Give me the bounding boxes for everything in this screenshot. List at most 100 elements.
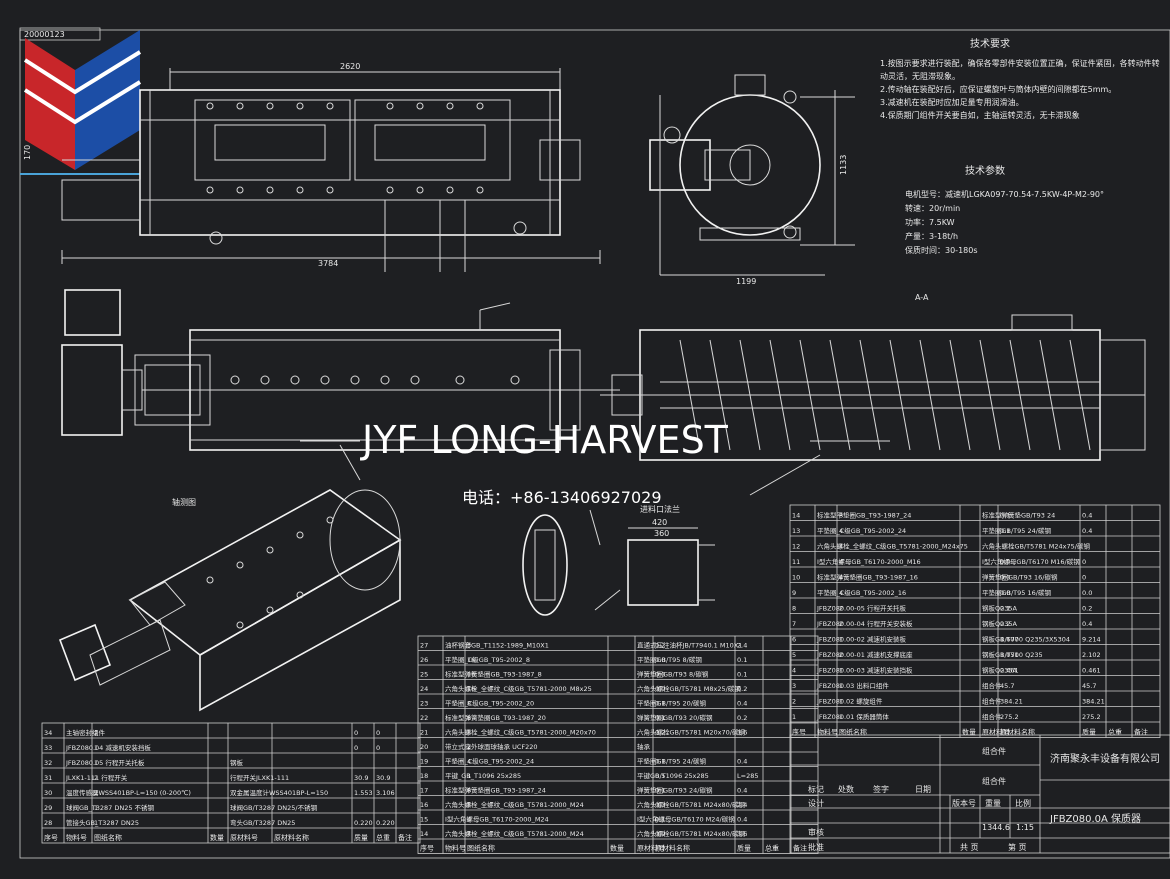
bom-mid-cell: 8 — [467, 729, 471, 737]
tech-param-line-1: 电机型号：减速机LGKA097-70.54-7.5KW-4P-M2-90° — [905, 189, 1104, 199]
tech-param-title: 技术参数 — [965, 164, 1005, 177]
bom-right-cell: 4 — [839, 574, 843, 582]
bom-right-cell: 平垫圈GB/T95 16/碳钢 — [982, 588, 1051, 597]
watermark-brand: JYF LONG-HARVEST — [360, 418, 729, 462]
bom-mid-header-cell: 物料号 — [445, 844, 466, 853]
bom-right-cell: JFBZ080.00-05 行程开关托板 — [816, 604, 906, 613]
title-company: 济南聚永丰设备有限公司 — [1050, 752, 1160, 765]
bom-right-cell: 2 — [792, 698, 796, 706]
bom-mid-cell: 平垫圈GB/T95 8/碳钢 — [637, 655, 702, 664]
bom-mid-cell: 六角头螺栓GB/T5781 M20x70/碳钢 — [637, 728, 745, 737]
bom-right-cell: 5 — [792, 651, 796, 659]
tech-param-line-5: 保质时间：30-180s — [905, 245, 978, 255]
bom-right-cell: 0 — [1082, 574, 1086, 582]
sheet-total: 共 页 — [960, 843, 979, 852]
bom-left-cell: 0 — [354, 744, 358, 752]
bom-right-cell: 14 — [792, 512, 800, 520]
bom-mid-cell: 0.3 — [655, 801, 665, 809]
bom-right-cell: 1 — [839, 713, 843, 721]
bom-right-cell: 2 — [839, 605, 843, 613]
bom-mid-cell: 平键GB/T1096 25x285 — [637, 771, 709, 780]
bom-right-cell: 组合件 — [982, 712, 1002, 721]
bom-right-cell: 1 — [839, 682, 843, 690]
bom-mid-cell: 0.1 — [655, 700, 665, 708]
bom-right-cell: JFBZ080.03 出料口组件 — [816, 681, 889, 690]
review-label: 审核 — [808, 827, 824, 837]
bom-right-cell: 0.0 — [1082, 589, 1092, 597]
bom-right-cell: JFBZ080.00-03 减速机安装挡板 — [816, 666, 913, 675]
bom-mid-header-cell: 图纸名称 — [467, 844, 495, 853]
bom-mid-cell: 油杯钢套GB_T1152-1989_M10X1 — [445, 641, 549, 650]
scale-label: 比例 — [1015, 798, 1031, 808]
bom-right-cell: 9 — [792, 589, 796, 597]
tech-parameters: 技术参数 电机型号：减速机LGKA097-70.54-7.5KW-4P-M2-9… — [905, 164, 1104, 255]
bom-left-cell: 弯头GB/T3287 DN25 — [230, 818, 295, 827]
front-view: 2620 3784 170 — [23, 62, 601, 272]
bom-mid-cell: 弹簧垫圈GB/T93 8/碳钢 — [637, 670, 709, 679]
bom-mid-cell: 4 — [467, 758, 471, 766]
bom-left-header-cell: 序号 — [44, 833, 58, 842]
bom-left-header-cell: 质量 — [354, 833, 368, 842]
bom-mid-header-cell: 原材料名称 — [655, 844, 690, 853]
bom-mid-cell: 21 — [420, 729, 428, 737]
bom-mid-cell: 2.4 — [737, 801, 747, 809]
bom-left-cell: 2 — [94, 789, 98, 797]
bom-right-header-cell: 原材料名称 — [1000, 728, 1035, 737]
bom-mid-cell: 8 — [467, 801, 471, 809]
bom-right-cell: 11 — [792, 558, 800, 566]
bom-left-cell: 主轴密封组件 — [66, 728, 106, 737]
bom-left-cell: 球阀GB_T3287 DN25 不锈钢 — [66, 803, 155, 812]
bom-right-cell: 钢板Q235A — [982, 666, 1018, 675]
bom-mid-frame — [417, 635, 819, 854]
end-view: 1199 1133 — [649, 74, 855, 286]
bom-left-cell: JLXK1-111 行程开关 — [65, 773, 128, 782]
bom-mid-cell: 0.0 — [655, 685, 665, 693]
bom-mid-cell: 0.1 — [655, 816, 665, 824]
bom-right-cell: 组合件 — [982, 681, 1002, 690]
count-label: 处数 — [838, 784, 854, 794]
bom-left-header-cell: 原材料号 — [230, 833, 258, 842]
bom-left-cell: 29 — [44, 804, 52, 812]
bom-right-cell: 13 — [792, 527, 800, 535]
weight-value: 1344.6 — [982, 823, 1010, 832]
bom-mid-cell: 平垫圈GB/T95 20/碳钢 — [637, 699, 706, 708]
stamp-box — [19, 27, 101, 41]
bom-left-header-cell: 总重 — [376, 833, 390, 842]
bom-right-cell: 275.2 — [1000, 713, 1019, 721]
bom-mid-header-cell: 备注 — [793, 844, 807, 853]
tech-req-title: 技术要求 — [970, 37, 1010, 50]
dim-overall-bottom: 3784 — [318, 259, 338, 268]
bom-mid-cell: 六角头螺栓_全螺纹_C级GB_T5781-2000_M20x70 — [445, 728, 596, 737]
version-label: 版本号 — [952, 798, 976, 808]
dim-overall-top: 2620 — [340, 62, 360, 71]
bom-right-frame — [789, 504, 1161, 738]
bom-mid-cell: 六角头螺栓GB/T5781 M24x80/碳钢 — [637, 829, 745, 838]
bom-mid-cell: 0.1 — [737, 656, 747, 664]
iso-label: 轴测图 — [172, 497, 196, 507]
bom-right-cell: I型六角螺母GB/T6170 M16/碳钢 — [982, 557, 1080, 566]
bom-right-cell: 0.0 — [1000, 558, 1010, 566]
bom-right-header-cell: 质量 — [1082, 728, 1096, 737]
inlet-label: 进料口法兰 — [640, 504, 680, 514]
bom-mid-cell: 4 — [467, 816, 471, 824]
bom-right-cell: 0.4 — [1082, 512, 1092, 520]
bom-right-cell: 平垫圈_C级GB_T95-2002_16 — [817, 588, 906, 597]
bom-mid-cell: I型六角螺母GB/T6170 M24/碳钢 — [637, 815, 735, 824]
bom-mid-cell: 六角头螺栓GB/T5781 M8x25/碳钢 — [637, 684, 741, 693]
watermark-phone: 电话：+86-13406927029 — [462, 488, 662, 507]
bom-mid-cell: 带立式座外球面球轴承 UCF220 — [445, 742, 538, 751]
bom-mid-cell: 0.1 — [737, 671, 747, 679]
bom-mid-cell: 标准型弹簧垫圈GB_T93-1987_24 — [445, 786, 546, 795]
dim-end-height: 1133 — [839, 155, 848, 175]
bom-left-cell: 温度传感器WSS401BP-L=150 (0-200℃) — [66, 788, 191, 797]
bom-left-cell: 0 — [376, 729, 380, 737]
isometric-view: 轴测图 — [58, 489, 402, 712]
bom-mid-cell: 8 — [467, 787, 471, 795]
bom-right-cell: 0.2 — [1082, 605, 1092, 613]
bom-left-cell: 32 — [44, 759, 52, 767]
bom-right-cell: 钢板Q235A — [982, 604, 1018, 613]
bom-right-cell: 384.21 — [1082, 698, 1105, 706]
bom-left-cell: 34 — [44, 729, 52, 737]
bom-mid-cell: 23 — [420, 700, 428, 708]
bom-left-cell: 1 — [94, 759, 98, 767]
